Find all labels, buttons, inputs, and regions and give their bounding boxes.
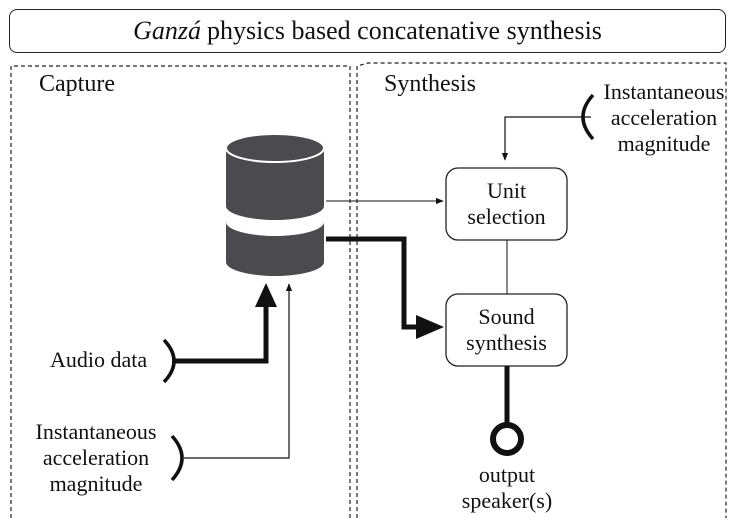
- output-line-1: output: [478, 462, 536, 487]
- db-to-sound-synthesis-arrow: [326, 236, 444, 339]
- unit-selection-line-1: Unit: [486, 178, 527, 203]
- unit-selection-line-2: selection: [467, 204, 546, 229]
- synthesis-accel-line-2: acceleration: [610, 105, 718, 130]
- title-rest: physics based concatenative synthesis: [206, 16, 602, 45]
- synthesis-accel-arrow: [501, 116, 591, 161]
- synthesis-accel-line-3: magnitude: [617, 131, 711, 156]
- output-speaker-label: output speaker(s): [447, 462, 567, 514]
- capture-panel-title: Capture: [39, 71, 115, 97]
- sound-synthesis-line-2: synthesis: [466, 330, 547, 355]
- title-italic: Ganzá: [133, 16, 201, 45]
- synthesis-accel-label: Instantaneous acceleration magnitude: [596, 79, 732, 157]
- database-icon: [225, 133, 325, 276]
- audio-data-label: Audio data: [50, 347, 148, 372]
- sound-synthesis-line-1: Sound: [478, 304, 535, 329]
- audio-data-arrow: [172, 283, 277, 364]
- unit-selection-label: Unit selection: [446, 168, 567, 240]
- diagram-title: Ganzá physics based concatenative synthe…: [9, 9, 726, 53]
- audio-data-bracket: [162, 338, 176, 384]
- capture-accel-label: Instantaneous acceleration magnitude: [28, 419, 164, 497]
- speaker-icon: [490, 422, 524, 456]
- synthesis-panel-title: Synthesis: [384, 71, 477, 97]
- synthesis-panel-border: [356, 62, 727, 518]
- synthesis-accel-line-1: Instantaneous: [603, 79, 725, 104]
- capture-accel-line-2: acceleration: [42, 445, 150, 470]
- capture-panel-border: [10, 65, 351, 518]
- synthesis-accel-bracket: [581, 93, 595, 141]
- capture-accel-line-3: magnitude: [49, 471, 143, 496]
- capture-accel-line-1: Instantaneous: [35, 419, 157, 444]
- capture-accel-arrow: [184, 283, 293, 459]
- capture-accel-bracket: [170, 434, 184, 482]
- sound-synthesis-label: Sound synthesis: [446, 294, 567, 366]
- output-line-2: speaker(s): [461, 488, 553, 513]
